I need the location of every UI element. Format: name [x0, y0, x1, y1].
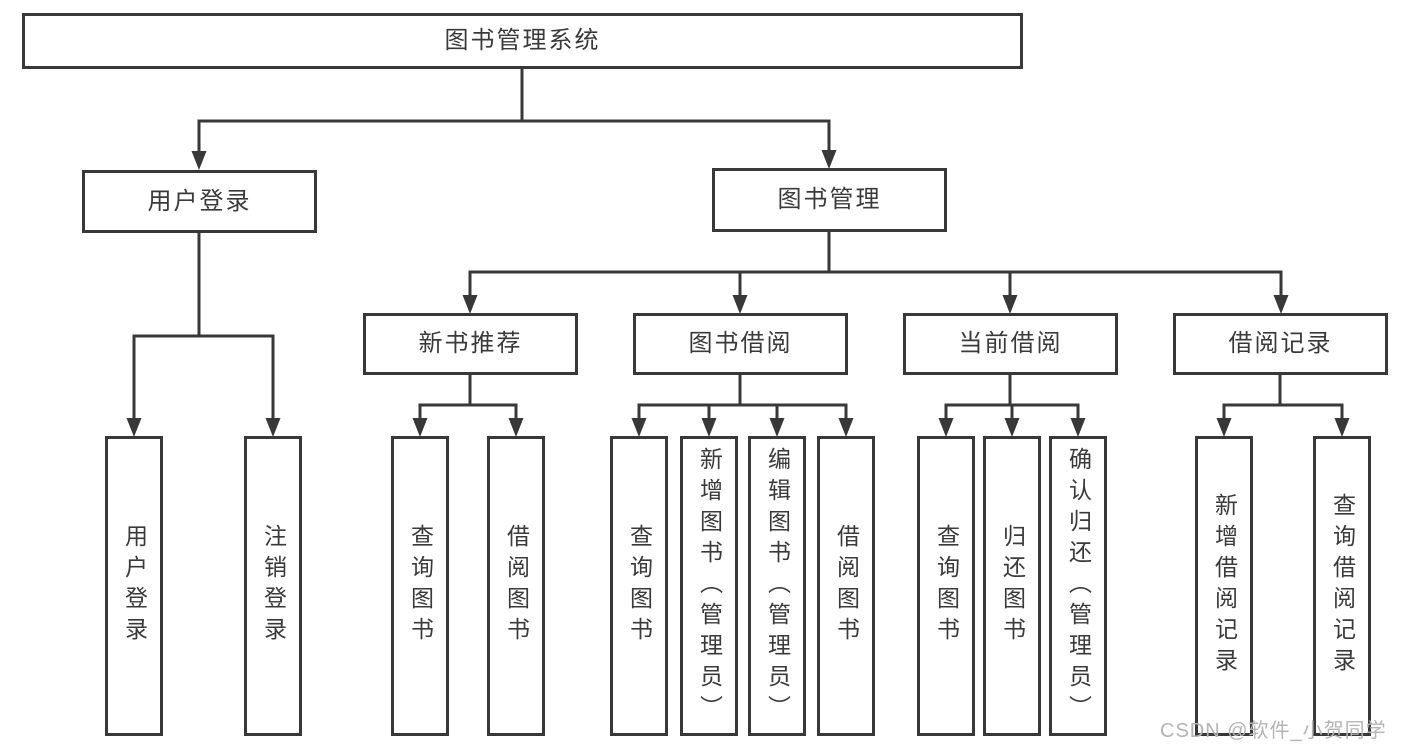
leaf-borrow-query-book-label: 查询图书: [626, 524, 653, 648]
leaf-current-return-book: 归还图书: [983, 436, 1041, 736]
node-borrow-records: 借阅记录: [1173, 313, 1388, 375]
node-book-borrow: 图书借阅: [633, 313, 848, 375]
leaf-recommend-query-book-label: 查询图书: [407, 524, 434, 648]
leaf-borrow-edit-book-admin-label: 编辑图书（管理员）: [764, 446, 791, 726]
leaf-logout: 注销登录: [244, 436, 302, 736]
leaf-borrow-edit-book-admin: 编辑图书（管理员）: [748, 436, 806, 736]
leaf-records-add-record: 新增借阅记录: [1195, 436, 1253, 736]
node-book-management: 图书管理: [712, 168, 947, 232]
leaf-recommend-borrow-book: 借阅图书: [487, 436, 545, 736]
leaf-borrow-borrow-book: 借阅图书: [817, 436, 875, 736]
node-new-book-recommend: 新书推荐: [363, 313, 578, 375]
leaf-current-return-book-label: 归还图书: [999, 524, 1026, 648]
node-book-management-label: 图书管理: [777, 186, 882, 213]
node-user-login-label: 用户登录: [147, 187, 252, 215]
leaf-recommend-borrow-book-label: 借阅图书: [503, 524, 530, 648]
node-root-label: 图书管理系统: [444, 27, 601, 54]
csdn-watermark: CSDN @软件_小贺同学: [1160, 720, 1387, 742]
leaf-current-query-book-label: 查询图书: [933, 524, 960, 648]
node-root: 图书管理系统: [22, 13, 1023, 69]
node-book-borrow-label: 图书借阅: [688, 330, 793, 357]
leaf-user-login-label: 用户登录: [121, 524, 148, 648]
leaf-current-confirm-return-admin-label: 确认归还（管理员）: [1065, 446, 1092, 726]
leaf-borrow-borrow-book-label: 借阅图书: [833, 524, 860, 648]
leaf-borrow-add-book-admin-label: 新增图书（管理员）: [696, 446, 723, 726]
node-new-book-recommend-label: 新书推荐: [418, 330, 523, 357]
leaf-user-login: 用户登录: [105, 436, 163, 736]
node-borrow-records-label: 借阅记录: [1228, 330, 1333, 357]
node-current-borrow-label: 当前借阅: [958, 330, 1063, 357]
node-user-login: 用户登录: [82, 170, 317, 233]
leaf-logout-label: 注销登录: [260, 524, 287, 648]
leaf-records-query-record: 查询借阅记录: [1313, 436, 1371, 736]
leaf-borrow-add-book-admin: 新增图书（管理员）: [680, 436, 738, 736]
node-current-borrow: 当前借阅: [903, 313, 1118, 375]
leaf-current-query-book: 查询图书: [917, 436, 975, 736]
leaf-current-confirm-return-admin: 确认归还（管理员）: [1049, 436, 1107, 736]
leaf-records-query-record-label: 查询借阅记录: [1329, 493, 1356, 679]
leaf-records-add-record-label: 新增借阅记录: [1211, 493, 1238, 679]
leaf-recommend-query-book: 查询图书: [391, 436, 449, 736]
leaf-borrow-query-book: 查询图书: [610, 436, 668, 736]
